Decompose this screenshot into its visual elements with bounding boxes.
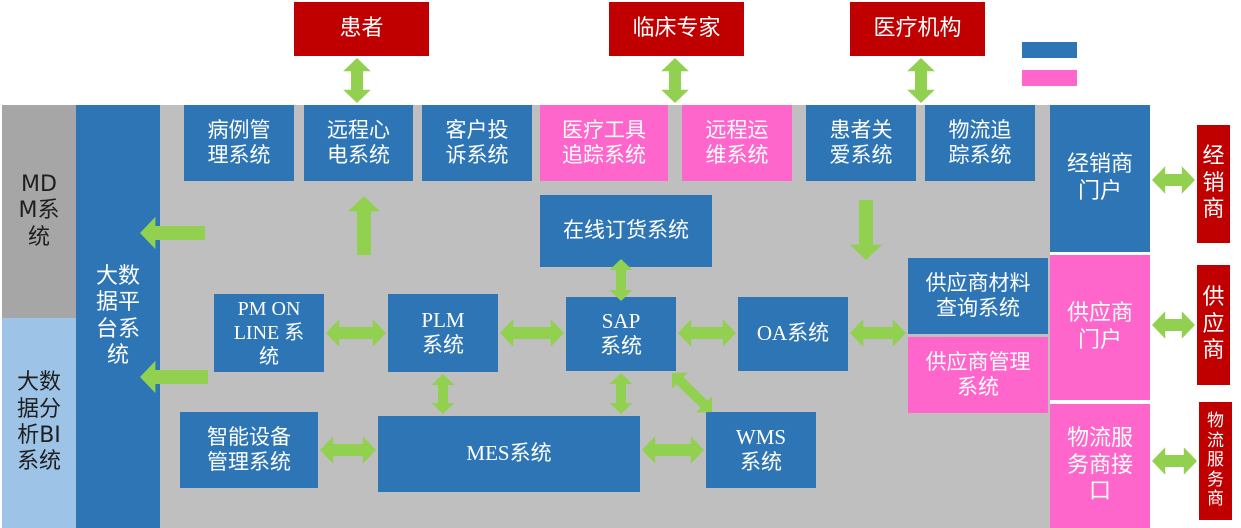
arrow-logistics-portal-provider bbox=[1152, 447, 1197, 475]
logistics-tracking-system-box: 物流追 踪系统 bbox=[925, 105, 1035, 181]
supplier-mgmt-system-box: 供应商管理 系统 bbox=[908, 337, 1048, 413]
bi-system-box: 大数 据分 析BI 系统 bbox=[2, 318, 76, 528]
mes-system-box: MES系统 bbox=[378, 416, 640, 492]
case-mgmt-system-box: 病例管 理系统 bbox=[184, 105, 294, 181]
clinical-experts-box: 临床专家 bbox=[609, 2, 744, 56]
remote-ops-system-box: 远程运 维系统 bbox=[682, 105, 792, 181]
supplier-portal-box: 供应商 门户 bbox=[1050, 255, 1150, 400]
online-order-system-box: 在线订货系统 bbox=[540, 195, 712, 267]
supplier-material-system-box: 供应商材料 查询系统 bbox=[908, 258, 1048, 334]
arrow-to-bigdata-bottom bbox=[140, 360, 208, 394]
arrow-institutions-patientcare bbox=[907, 58, 935, 103]
tool-tracking-system-box: 医疗工具 追踪系统 bbox=[540, 105, 668, 181]
arrow-dealer-portal-dealer bbox=[1152, 166, 1195, 194]
arrow-from-patient-care bbox=[849, 200, 883, 260]
supplier-box: 供 应 商 bbox=[1197, 265, 1230, 385]
oa-system-box: OA系统 bbox=[738, 297, 848, 371]
arrow-plm-sap bbox=[500, 319, 564, 347]
smart-device-system-box: 智能设备 管理系统 bbox=[180, 412, 318, 488]
arrow-sap-wms bbox=[671, 372, 713, 413]
pm-online-system-box: PM ON LINE 系 统 bbox=[214, 294, 324, 372]
mdm-system-box: MD M系 统 bbox=[2, 105, 76, 318]
logistics-provider-box: 物 流 服 务 商 bbox=[1199, 402, 1232, 520]
arrow-patient-ecg bbox=[343, 58, 371, 103]
patient-box: 患者 bbox=[294, 2, 429, 56]
arrow-online-order-sap bbox=[609, 259, 633, 301]
arrow-sap-oa bbox=[678, 319, 736, 347]
remote-ecg-system-box: 远程心 电系统 bbox=[304, 105, 413, 181]
plm-system-box: PLM 系统 bbox=[388, 294, 498, 372]
arrow-pmonline-plm bbox=[326, 319, 386, 347]
arrow-sap-mes bbox=[609, 373, 633, 414]
logistics-portal-box: 物流服 务商接 口 bbox=[1050, 404, 1150, 528]
arrow-to-bigdata-top bbox=[140, 216, 205, 250]
arrow-oa-supplier-material bbox=[850, 319, 906, 347]
bigdata-platform-box: 大数 据平 台系 统 bbox=[76, 105, 160, 528]
medical-institutions-box: 医疗机构 bbox=[850, 2, 985, 56]
dealer-box: 经 销 商 bbox=[1197, 125, 1230, 243]
arrow-experts-tooltracking bbox=[661, 58, 689, 103]
sap-system-box: SAP 系统 bbox=[566, 297, 676, 371]
arrow-smartdevice-mes bbox=[320, 436, 376, 464]
patient-care-system-box: 患者关 爱系统 bbox=[806, 105, 916, 181]
legend-pink-swatch bbox=[1022, 70, 1077, 86]
arrow-plm-mes bbox=[431, 374, 455, 414]
dealer-portal-box: 经销商 门户 bbox=[1050, 105, 1150, 252]
arrow-supplier-portal-supplier bbox=[1152, 311, 1195, 339]
arrow-to-remote-ecg bbox=[347, 196, 381, 255]
arrow-mes-wms bbox=[642, 436, 704, 464]
wms-system-box: WMS 系统 bbox=[706, 412, 816, 488]
complaint-system-box: 客户投 诉系统 bbox=[422, 105, 532, 181]
legend-blue-swatch bbox=[1022, 42, 1077, 58]
